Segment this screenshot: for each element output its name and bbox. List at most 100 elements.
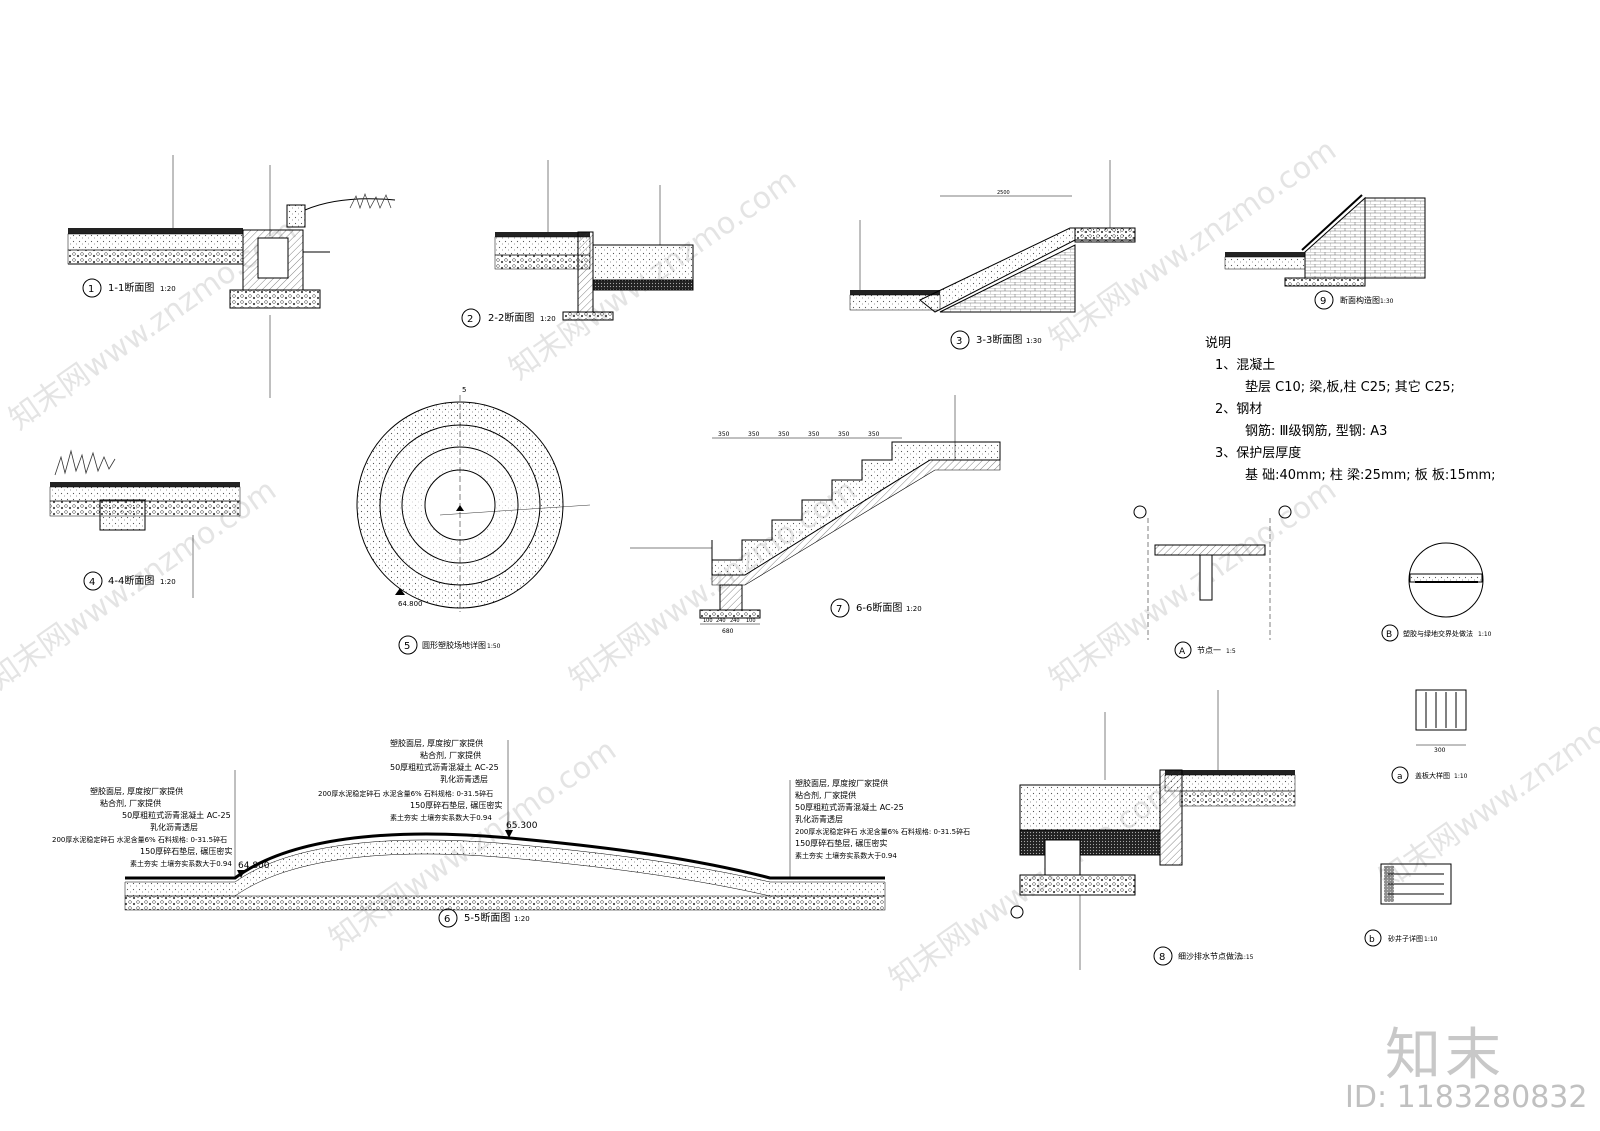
section-8-drawing: [1010, 690, 1296, 970]
section-3-number-circle: [950, 330, 970, 350]
detail-b-drawing: [1380, 863, 1452, 905]
section-9-number-circle: [1314, 290, 1334, 310]
s6-mid-layer: 乳化沥青透层: [440, 774, 488, 784]
stair-tread-dim: 350: [778, 431, 790, 438]
section-2-caption: 2-2断面图: [488, 311, 534, 324]
detail-A-circle: [1174, 641, 1192, 659]
section-8-scale: 1:15: [1240, 954, 1254, 961]
stair-tread-dim: 350: [748, 431, 760, 438]
detail-a-circle: [1391, 766, 1409, 784]
section-4-drawing: [49, 449, 241, 598]
detail-A-scale: 1:5: [1226, 648, 1236, 655]
stair-tread-dim: 350: [868, 431, 880, 438]
section-6-scale: 1:20: [514, 915, 530, 923]
s6-left-layer: 素土夯实 土壤夯实系数大于0.94: [130, 859, 232, 868]
section-2-scale: 1:20: [540, 315, 556, 323]
section-5-number: 5: [404, 641, 410, 652]
s6-mid-callouts: 塑胶面层, 厚度按厂家提供 粘合剂, 厂家提供 50厚粗粒式沥青混凝土 AC-2…: [318, 738, 502, 822]
section-2-drawing: [494, 160, 694, 321]
section-9-drawing: [1224, 194, 1426, 287]
stair-base-dim: 100: [746, 618, 756, 624]
section-1-number: 1: [88, 284, 94, 295]
detail-B-circle: [1381, 624, 1399, 642]
s6-right-layer: 150厚碎石垫层, 碾压密实: [795, 838, 887, 848]
section-4-caption: 4-4断面图: [108, 574, 154, 587]
s6-right-layer: 粘合剂, 厂家提供: [795, 790, 856, 800]
s6-right-layer: 素土夯实 土壤夯实系数大于0.94: [795, 851, 897, 860]
section-6-drawing: [124, 740, 886, 911]
section-1-scale: 1:20: [160, 285, 176, 293]
detail-A-caption: 节点一: [1197, 646, 1221, 655]
s6-mid-layer: 200厚水泥稳定碎石 水泥含量6% 石料规格: 0-31.5碎石: [318, 789, 493, 798]
s6-mid-layer: 粘合剂, 厂家提供: [420, 750, 481, 760]
detail-b-circle: [1364, 929, 1382, 947]
stair-tread-dim: 350: [838, 431, 850, 438]
detail-a-letter: a: [1397, 772, 1403, 782]
detail-B-scale: 1:10: [1478, 631, 1492, 638]
section-7-number-circle: [830, 598, 850, 618]
s6-left-layer: 50厚粗粒式沥青混凝土 AC-25: [122, 810, 231, 820]
image-id: ID: 1183280832: [1345, 1080, 1588, 1115]
s6-mid-layer: 塑胶面层, 厚度按厂家提供: [390, 738, 483, 748]
detail-b-scale: 1:10: [1424, 936, 1438, 943]
section-5-caption: 圆形塑胶场地详图: [422, 640, 486, 650]
section-7-caption: 6-6断面图: [856, 601, 902, 614]
section-6-caption: 5-5断面图: [464, 911, 510, 924]
section-7-scale: 1:20: [906, 605, 922, 613]
section-7-number: 7: [836, 604, 842, 615]
section-9-caption: 断面构造图: [1340, 295, 1380, 305]
section-8-number: 8: [1159, 952, 1165, 963]
notes-item3-text: 基 础:40mm; 柱 梁:25mm; 板 板:15mm;: [1245, 468, 1496, 483]
section-9-number: 9: [1320, 296, 1326, 307]
section-3-scale: 1:30: [1026, 337, 1042, 345]
section-2-number: 2: [467, 314, 473, 325]
stair-total-dim: 680: [722, 628, 734, 635]
s6-right-callouts: 塑胶面层, 厚度按厂家提供 粘合剂, 厂家提供 50厚粗粒式沥青混凝土 AC-2…: [795, 778, 970, 860]
notes-item1-text: 垫层 C10; 梁,板,柱 C25; 其它 C25;: [1245, 380, 1455, 395]
s6-mid-layer: 150厚碎石垫层, 碾压密实: [410, 800, 502, 810]
s6-mid-layer: 50厚粗粒式沥青混凝土 AC-25: [390, 762, 499, 772]
section-5-scale: 1:50: [487, 643, 501, 650]
circle-elevation: 64.800: [398, 600, 423, 608]
section-5-mark-top: 5: [462, 386, 466, 394]
stair-tread-dim: 350: [808, 431, 820, 438]
section-1-number-circle: [82, 278, 102, 298]
section-3-drawing: 2500: [849, 160, 1136, 313]
section-6-number: 6: [444, 914, 450, 925]
section-5-number-circle: [398, 635, 418, 655]
s6-right-layer: 塑胶面层, 厚度按厂家提供: [795, 778, 888, 788]
section-8-caption: 细沙排水节点做法: [1178, 951, 1242, 961]
s6-right-layer: 200厚水泥稳定碎石 水泥含量6% 石料规格: 0-31.5碎石: [795, 827, 970, 836]
detail-A-letter: A: [1179, 647, 1186, 657]
s3-width-dim: 2500: [997, 190, 1010, 196]
detail-b-caption: 砂井子详图: [1388, 934, 1423, 943]
s6-left-layer: 200厚水泥稳定碎石 水泥含量6% 石料规格: 0-31.5碎石: [52, 835, 227, 844]
section-3-caption: 3-3断面图: [976, 333, 1022, 346]
notes-item3-title: 3、保护层厚度: [1215, 446, 1302, 461]
detail-B-drawing: [1408, 542, 1484, 618]
detail-a-scale: 1:10: [1454, 773, 1468, 780]
notes-title: 说明: [1205, 336, 1232, 351]
low-elevation: 64.800: [238, 861, 270, 871]
notes-item2-text: 钢筋: Ⅲ级钢筋, 型钢: A3: [1245, 424, 1388, 439]
s6-left-layer: 粘合剂, 厂家提供: [100, 798, 161, 808]
design-notes: 说明 1、混凝土 垫层 C10; 梁,板,柱 C25; 其它 C25; 2、钢材…: [1205, 333, 1496, 487]
section-2-number-circle: [461, 308, 481, 328]
detail-B-letter: B: [1386, 630, 1392, 640]
stair-tread-dim: 350: [718, 431, 730, 438]
s6-right-layer: 50厚粗粒式沥青混凝土 AC-25: [795, 802, 904, 812]
detail-b-letter: b: [1369, 935, 1375, 945]
section-3-number: 3: [956, 336, 962, 347]
notes-item2-title: 2、钢材: [1215, 402, 1263, 417]
s6-right-layer: 乳化沥青透层: [795, 814, 843, 824]
brand-logo: 知末: [1385, 1023, 1505, 1088]
s6-left-callouts: 塑胶面层, 厚度按厂家提供 粘合剂, 厂家提供 50厚粗粒式沥青混凝土 AC-2…: [52, 786, 232, 868]
section-9-scale: 1:30: [1380, 298, 1394, 305]
stair-base-dim: 100: [703, 618, 713, 624]
section-1-caption: 1-1断面图: [108, 281, 154, 294]
section-5-drawing: 5: [356, 386, 591, 612]
section-4-number-circle: [83, 571, 103, 591]
section-1-drawing: [67, 155, 396, 398]
s6-mid-layer: 素土夯实 土壤夯实系数大于0.94: [390, 813, 492, 822]
